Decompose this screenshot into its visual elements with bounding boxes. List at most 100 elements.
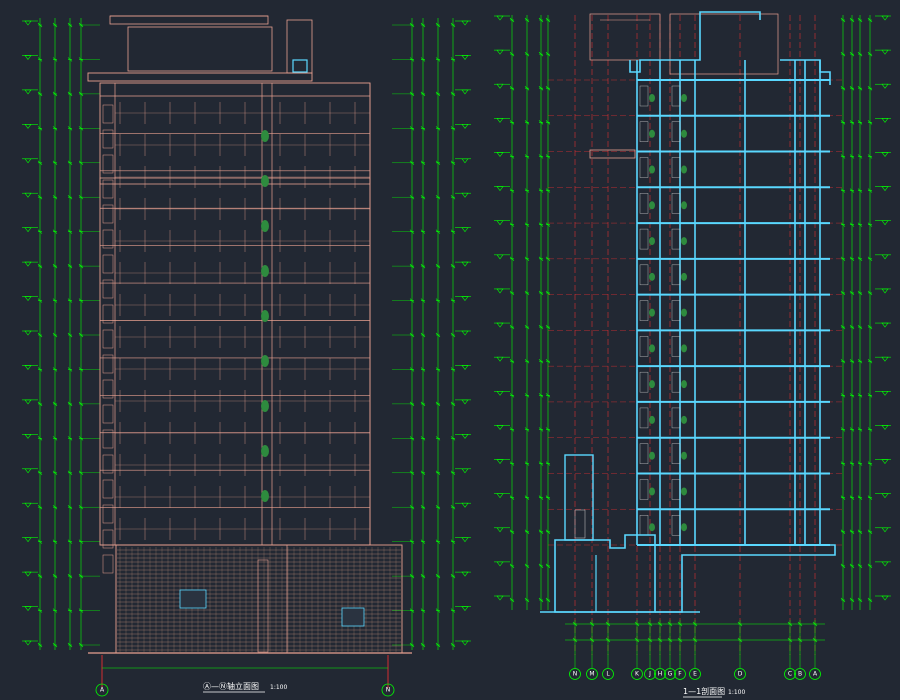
side-stair-tower xyxy=(564,454,594,541)
bottom-tick-a-0 xyxy=(572,621,578,627)
canopy-slab xyxy=(589,149,636,159)
right-dim-tick-5-1 xyxy=(420,195,426,200)
side-window-3 xyxy=(102,179,114,199)
sect-right-tick-17-2 xyxy=(857,597,863,603)
sect-left-level-16 xyxy=(494,561,510,567)
podium-vent-right xyxy=(341,607,365,627)
sect-left-level-14 xyxy=(494,493,510,499)
left-level-marker-9 xyxy=(22,330,38,336)
sect-left-tick-11-3 xyxy=(545,393,551,398)
bottom-tick-b-7 xyxy=(677,637,683,643)
sect-right-level-16 xyxy=(875,561,891,567)
sect-left-tick-8-3 xyxy=(545,290,551,296)
stair-window-9 xyxy=(639,407,649,429)
side-window-11 xyxy=(102,379,114,399)
sect-right-tick-5-1 xyxy=(849,188,855,193)
sect-left-tick-4-1 xyxy=(524,154,530,159)
sect-right-tick-3-1 xyxy=(849,120,855,125)
sect-left-tick-16-2 xyxy=(538,563,544,569)
sect-left-level-2 xyxy=(494,83,510,89)
left-dim-tick-4-1 xyxy=(52,160,58,165)
sect-right-tick-3-3 xyxy=(867,120,873,125)
left-level-marker-5 xyxy=(22,192,38,198)
right-dim-tick-16-1 xyxy=(420,573,426,579)
sect-right-level-1 xyxy=(875,49,891,55)
right-level-marker-3 xyxy=(455,124,471,129)
podium-entry xyxy=(257,559,269,653)
right-dim-tick-13-1 xyxy=(420,470,426,475)
right-dim-tick-7-2 xyxy=(435,263,441,269)
sect-right-tick-16-3 xyxy=(867,563,873,569)
right-dim-tick-13-3 xyxy=(450,470,456,475)
section-plant-4 xyxy=(649,237,655,246)
side-window-15 xyxy=(102,479,114,499)
sect-left-tick-0-2 xyxy=(538,17,544,23)
right-dim-tick-15-1 xyxy=(420,539,426,544)
sect-left-tick-12-0 xyxy=(509,427,515,432)
left-dim-tick-11-1 xyxy=(52,401,58,407)
left-dim-tick-13-1 xyxy=(52,470,58,475)
sect-right-tick-2-1 xyxy=(849,86,855,91)
axis-label-a: A xyxy=(100,687,105,694)
left-dim-tick-14-1 xyxy=(52,505,58,510)
left-dim-tick-3-1 xyxy=(52,126,58,131)
section-plant-b-12 xyxy=(681,523,687,532)
sect-right-tick-8-0 xyxy=(840,290,846,296)
sect-left-tick-5-3 xyxy=(545,188,551,193)
bottom-tick-b-8 xyxy=(692,637,698,643)
right-dim-tick-11-2 xyxy=(435,401,441,407)
right-dim-tick-17-2 xyxy=(435,608,441,613)
sect-right-tick-17-3 xyxy=(867,597,873,603)
sect-left-tick-0-1 xyxy=(524,17,530,23)
sect-left-tick-13-0 xyxy=(509,461,515,466)
sect-right-level-3 xyxy=(875,118,891,123)
axis-bubble-n xyxy=(381,683,395,697)
sect-left-tick-14-1 xyxy=(524,495,530,500)
sect-left-tick-13-3 xyxy=(545,461,551,466)
sect-right-level-9 xyxy=(875,322,891,328)
sect-right-tick-15-3 xyxy=(867,529,873,534)
stair-window-3 xyxy=(639,193,649,214)
sect-left-level-13 xyxy=(494,459,510,465)
sect-left-tick-12-1 xyxy=(524,427,530,432)
balcony-plant-8 xyxy=(261,490,269,502)
stair-window-6 xyxy=(639,300,649,321)
section-axis-bubble-B xyxy=(794,668,806,680)
right-dim-tick-12-1 xyxy=(420,436,426,441)
sect-left-level-9 xyxy=(494,322,510,328)
section-axis-bubble-F xyxy=(674,668,686,680)
right-dim-tick-1-3 xyxy=(450,57,456,62)
section-plant-2 xyxy=(649,165,655,174)
section-window-5 xyxy=(671,264,681,286)
left-dim-tick-15-1 xyxy=(52,539,58,544)
section-axis-bubble-J xyxy=(644,668,656,680)
left-dim-tick-8-2 xyxy=(67,298,73,303)
elevation-building-facade xyxy=(87,15,412,654)
right-dim-tick-9-2 xyxy=(435,332,441,338)
left-dim-tick-18-0 xyxy=(37,642,43,648)
left-level-marker-13 xyxy=(22,468,38,474)
right-dim-tick-10-1 xyxy=(420,367,426,372)
section-plant-b-1 xyxy=(681,129,687,138)
sect-left-tick-4-2 xyxy=(538,154,544,159)
balcony-plant-5 xyxy=(261,355,269,367)
left-dim-tick-3-2 xyxy=(67,126,73,131)
side-window-2 xyxy=(102,154,114,174)
sect-right-tick-8-2 xyxy=(857,290,863,296)
section-axis-label-M: M xyxy=(589,671,594,678)
right-dim-tick-14-3 xyxy=(450,505,456,510)
sect-left-tick-7-2 xyxy=(538,256,544,262)
right-dim-tick-2-1 xyxy=(420,91,426,97)
left-dim-tick-2-2 xyxy=(67,91,73,97)
right-dim-tick-18-3 xyxy=(450,642,456,648)
section-plant-b-8 xyxy=(681,380,687,389)
sect-left-level-10 xyxy=(494,356,510,362)
sect-left-level-0 xyxy=(494,15,510,21)
bottom-tick-a-5 xyxy=(657,621,663,627)
right-dim-tick-9-1 xyxy=(420,332,426,338)
section-axis-bubble-A xyxy=(809,668,821,680)
elevation-title: Ⓐ—Ⓝ轴立面图 xyxy=(203,681,259,691)
left-level-marker-1 xyxy=(22,55,38,60)
section-plant-0 xyxy=(649,94,655,102)
